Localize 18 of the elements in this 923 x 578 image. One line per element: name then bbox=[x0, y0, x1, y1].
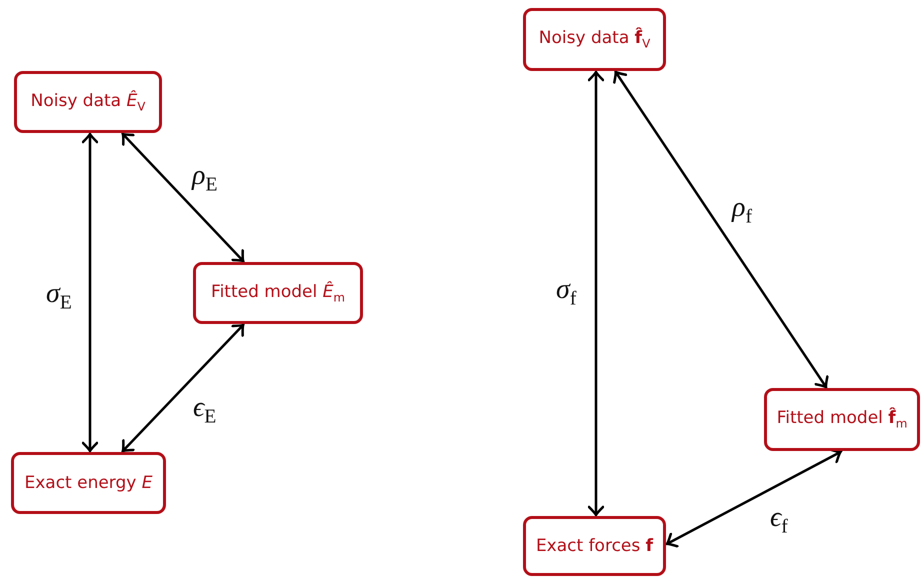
edge-label: ρ$_{f}$ bbox=[732, 194, 752, 228]
edge-label: ϵ$_{f}$ bbox=[770, 504, 788, 538]
node-label: Noisy data f̂$_{V}$ bbox=[538, 28, 650, 51]
rounded-box bbox=[764, 388, 920, 451]
edge-label: σ$_{E}$ bbox=[46, 280, 72, 314]
node-label: Exact energy E bbox=[24, 473, 153, 493]
node-label: Fitted model Ê$_{m}$ bbox=[211, 282, 345, 304]
node-label: Noisy data Ê$_{V}$ bbox=[30, 90, 146, 114]
edge-label: σ$_{f}$ bbox=[556, 276, 576, 310]
edge-label: ρ$_{E}$ bbox=[192, 162, 218, 196]
rounded-box bbox=[14, 71, 162, 133]
node-label: Fitted model f̂$_{m}$ bbox=[776, 408, 908, 431]
rounded-box bbox=[523, 516, 666, 576]
rounded-box bbox=[523, 8, 666, 71]
node-label: Exact forces f bbox=[536, 536, 654, 556]
rounded-box bbox=[11, 452, 166, 514]
rounded-box bbox=[193, 262, 363, 324]
edge-label: ϵ$_{E}$ bbox=[193, 394, 216, 428]
